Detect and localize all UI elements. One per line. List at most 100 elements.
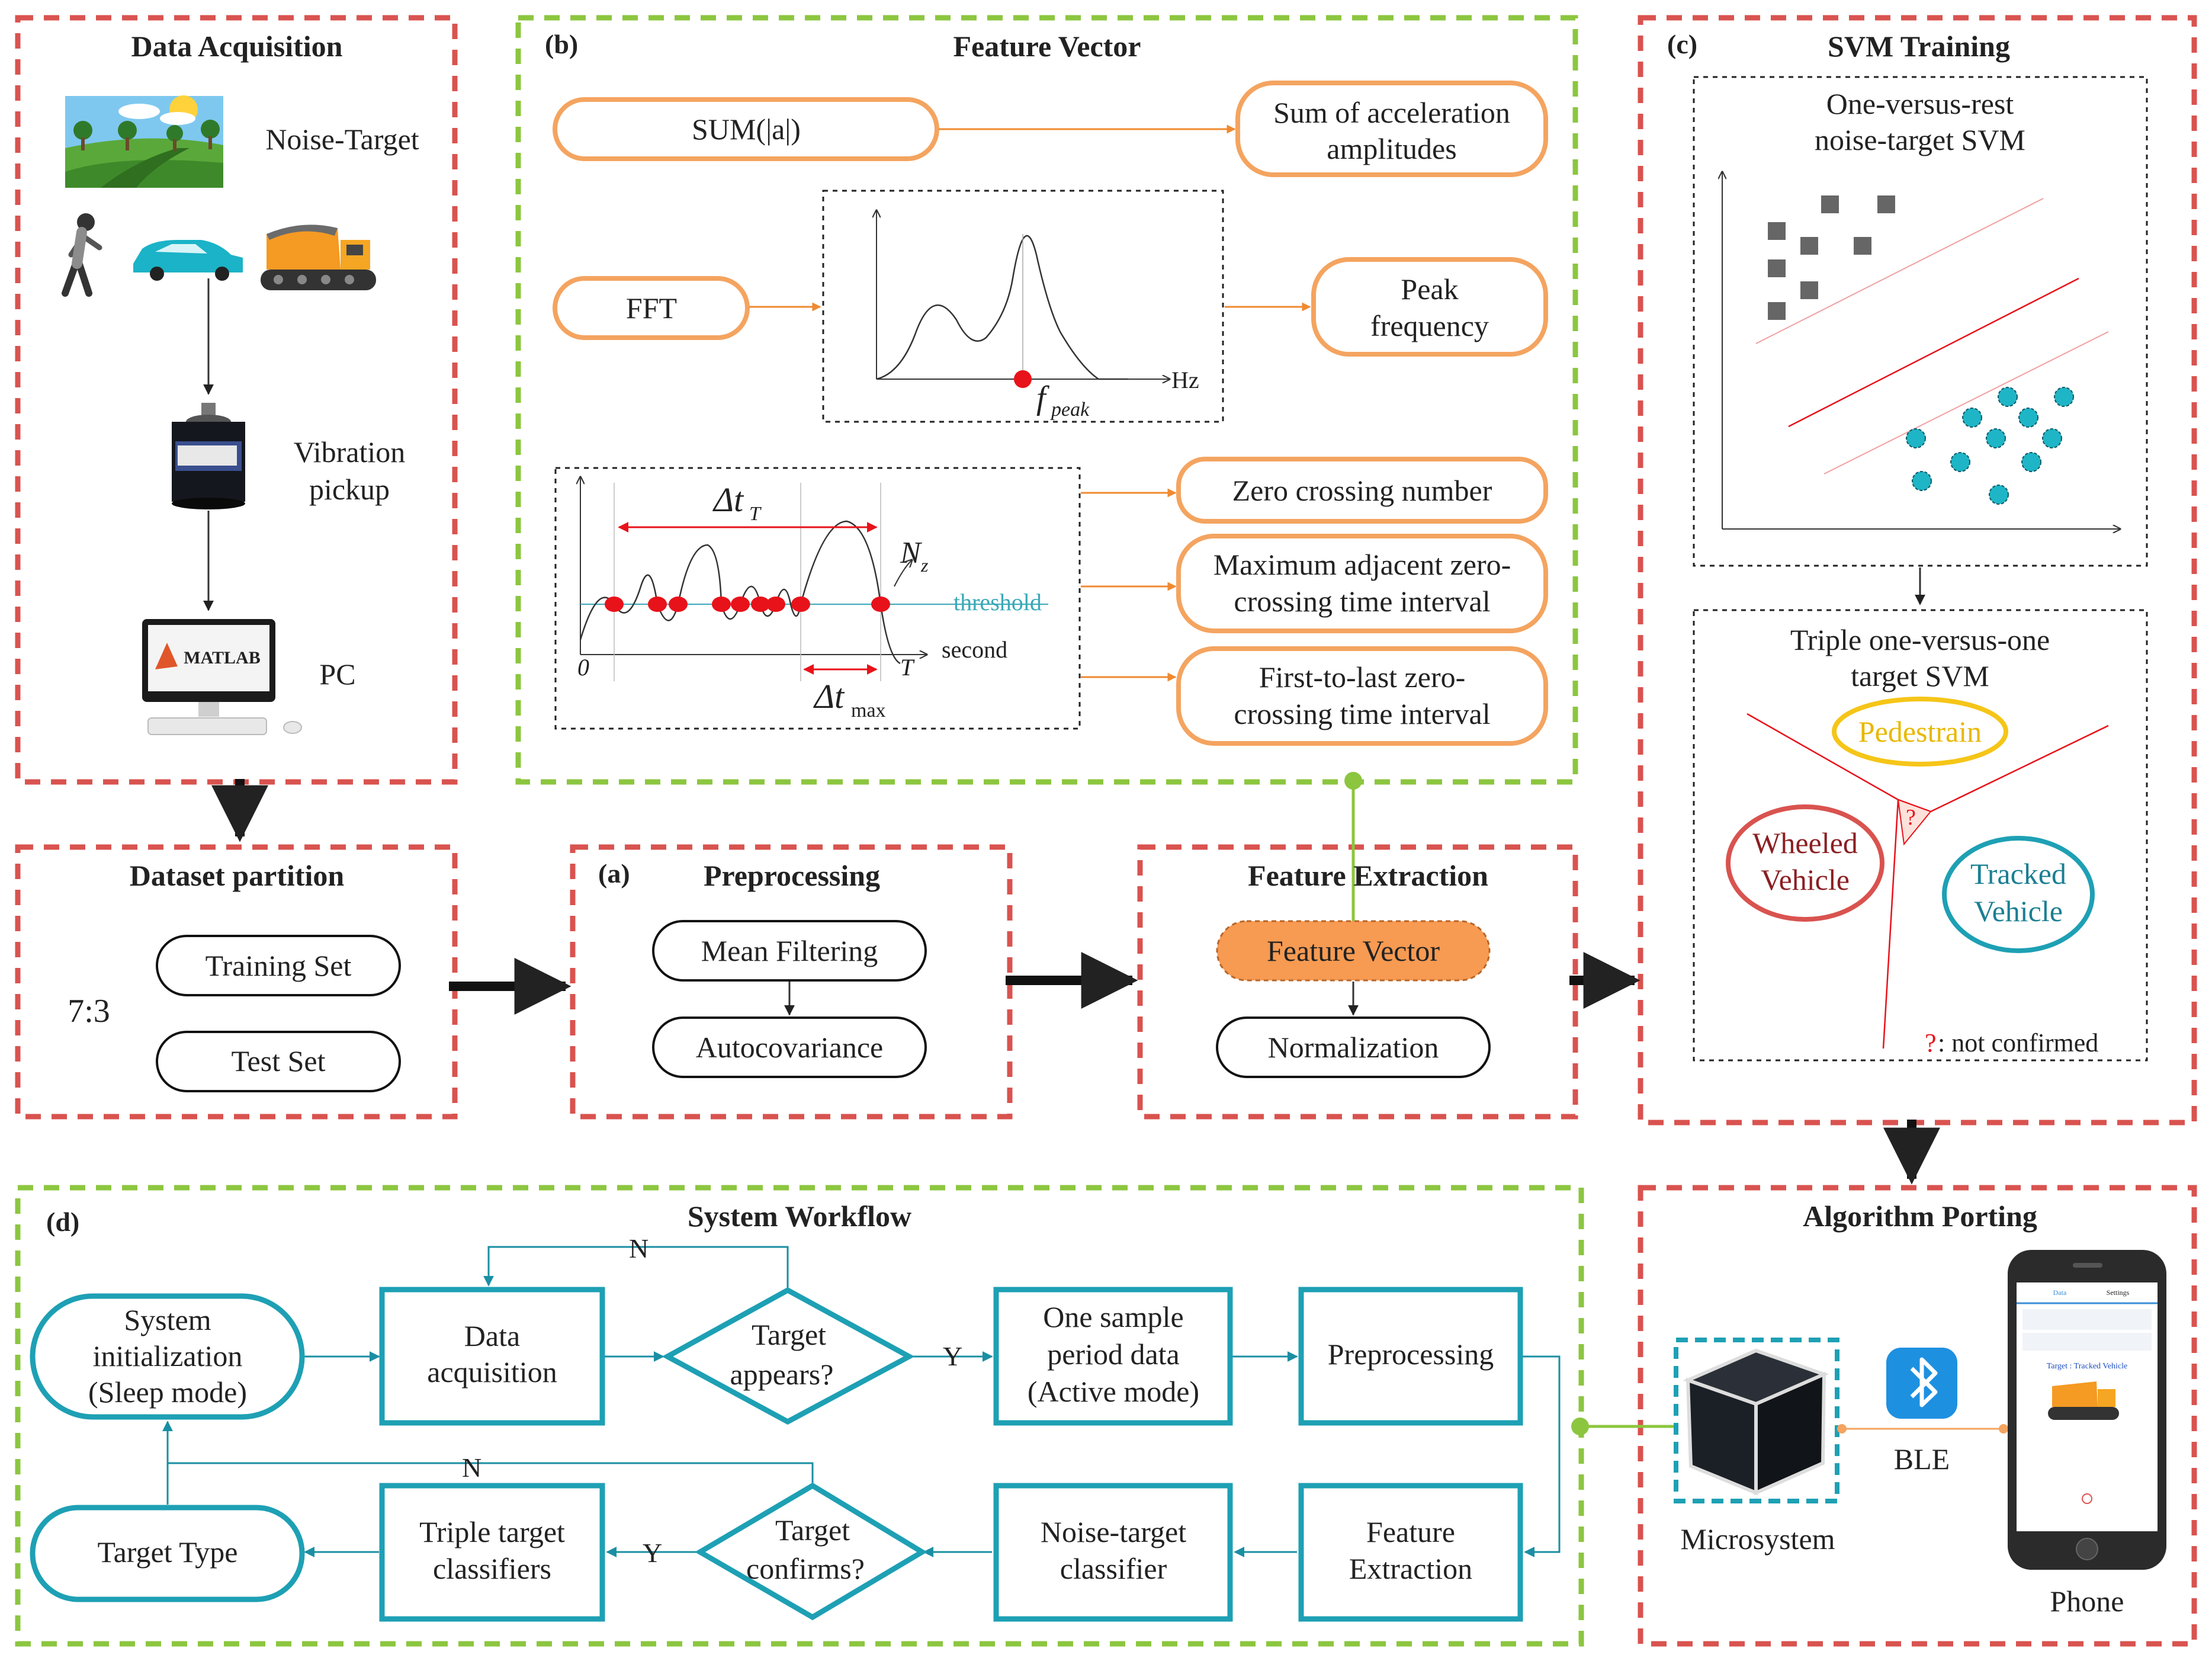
target-point: [2054, 387, 2074, 407]
link-dot-wf: [1571, 1418, 1589, 1435]
autocovariance-label: Autocovariance: [696, 1031, 884, 1064]
zc-point: [605, 597, 624, 612]
pedestrain-label: Pedestrain: [1858, 715, 1982, 748]
ratio-label: 7:3: [68, 993, 110, 1030]
fv-tag: (b): [545, 29, 578, 59]
tracked-vehicle-icon: [261, 225, 376, 290]
microsystem-frame: [1674, 1338, 1839, 1503]
panel-preprocessing: [570, 844, 1013, 1120]
app-tab-data: Data: [2053, 1288, 2067, 1297]
sum-output-2: amplitudes: [1327, 132, 1456, 165]
panel-dataset: [15, 844, 458, 1120]
confirms-label-1: Target: [775, 1514, 850, 1547]
target-point: [1998, 387, 2018, 407]
flow-confirms-no: [166, 1422, 814, 1486]
ovr-label-1: One-versus-rest: [1826, 87, 2014, 120]
zc-point: [731, 597, 750, 612]
max-adj-label-2: crossing time interval: [1234, 585, 1490, 618]
tracked-ellipse: [1942, 836, 2095, 953]
zc-point: [669, 597, 688, 612]
normalization-label: Normalization: [1268, 1031, 1439, 1064]
wheeled-label-1: Wheeled: [1752, 826, 1858, 860]
triple-label-2: classifiers: [433, 1552, 551, 1585]
bluetooth-icon: [1886, 1348, 1957, 1419]
ble-dot-left: [1837, 1424, 1847, 1434]
ovo-label-1: Triple one-versus-one: [1790, 623, 2050, 656]
panel-porting: [1638, 1185, 2197, 1647]
panel-feature-vector: [515, 15, 1578, 785]
dataset-title: Dataset partition: [130, 859, 345, 892]
pedestrian-icon: [62, 213, 102, 297]
prep-tag: (a): [598, 858, 630, 889]
unconfirmed-region: [1897, 799, 1932, 846]
normalization-box: [1216, 1017, 1491, 1078]
vibration-pickup-icon: [172, 403, 245, 509]
appears-yes-label: Y: [943, 1341, 962, 1371]
second-label: second: [942, 636, 1007, 663]
wf-title: System Workflow: [688, 1200, 911, 1233]
t-label: T: [900, 654, 915, 681]
pickup-label-1: Vibration: [294, 435, 406, 469]
nz-pointer: [894, 560, 912, 587]
ovo-label-2: target SVM: [1851, 659, 1989, 692]
flow-appears-no: [483, 1246, 789, 1290]
pc-label: PC: [319, 658, 355, 691]
prep-node: [1298, 1287, 1523, 1426]
dt-max-sub: max: [851, 700, 886, 722]
peak-label-1: Peak: [1401, 272, 1458, 306]
dt-t-sub: T: [749, 503, 762, 525]
microsystem-cube-icon: [1683, 1348, 1829, 1496]
sum-output-1: Sum of acceleration: [1273, 96, 1510, 129]
panel-workflow: [15, 1185, 1584, 1647]
dt-t-label: Δt: [712, 480, 744, 519]
svm-title: SVM Training: [1828, 30, 2010, 63]
svm-hyperplane: [1788, 277, 2079, 428]
target-point: [1989, 485, 2009, 505]
zc-plot-frame: [554, 467, 1081, 730]
noise-point: [1768, 302, 1786, 320]
zc-point: [766, 597, 785, 612]
first-last-box: [1176, 646, 1548, 746]
target-point: [1906, 428, 1926, 448]
zc-point: [648, 597, 667, 612]
fe-title: Feature Extraction: [1248, 859, 1488, 892]
sample-label-2: period data: [1047, 1338, 1180, 1371]
noise-target-label: Noise-Target: [265, 123, 419, 156]
appears-label-1: Target: [752, 1318, 826, 1351]
wheeled-label-2: Vehicle: [1761, 863, 1850, 896]
wf-tag: (d): [46, 1207, 79, 1237]
acq-node: [379, 1287, 605, 1426]
zc-point: [751, 597, 770, 612]
fft-spectrum-curve: [876, 235, 1128, 380]
matlab-logo-text: MATLAB: [184, 648, 260, 668]
confirms-label-2: confirms?: [746, 1552, 865, 1585]
car-icon: [133, 240, 243, 281]
sample-label-3: (Active mode): [1028, 1375, 1199, 1408]
porting-title: Algorithm Porting: [1803, 1200, 2037, 1233]
first-last-label-1: First-to-last zero-: [1259, 660, 1466, 694]
ble-label: BLE: [1894, 1442, 1950, 1476]
noise-point: [1768, 222, 1786, 240]
test-set-box: [156, 1031, 401, 1092]
nz-sub: z: [920, 554, 929, 576]
microsystem-label: Microsystem: [1680, 1522, 1835, 1556]
training-set-label: Training Set: [206, 949, 352, 982]
note-text: : not confirmed: [1938, 1028, 2098, 1057]
pc-icon: MATLAB: [142, 619, 302, 735]
sum-output-box: [1235, 81, 1548, 177]
sum-input-label: SUM(|a|): [692, 113, 801, 146]
peak-frequency-box: [1311, 257, 1548, 357]
fft-box: [553, 276, 750, 340]
noise-point: [1768, 259, 1786, 277]
confirms-node: [695, 1482, 927, 1621]
fft-label: FFT: [626, 291, 677, 325]
acq-label-2: acquisition: [427, 1355, 557, 1389]
target-type-label: Target Type: [98, 1535, 238, 1569]
max-adjacent-box: [1176, 534, 1548, 633]
fe-feature-vector-box: [1216, 920, 1491, 982]
zc-point: [712, 597, 731, 612]
peak-label-2: frequency: [1370, 309, 1489, 342]
fe-feature-vector-label: Feature Vector: [1267, 934, 1440, 967]
app-target-text: Target : Tracked Vehicle: [2047, 1362, 2128, 1371]
